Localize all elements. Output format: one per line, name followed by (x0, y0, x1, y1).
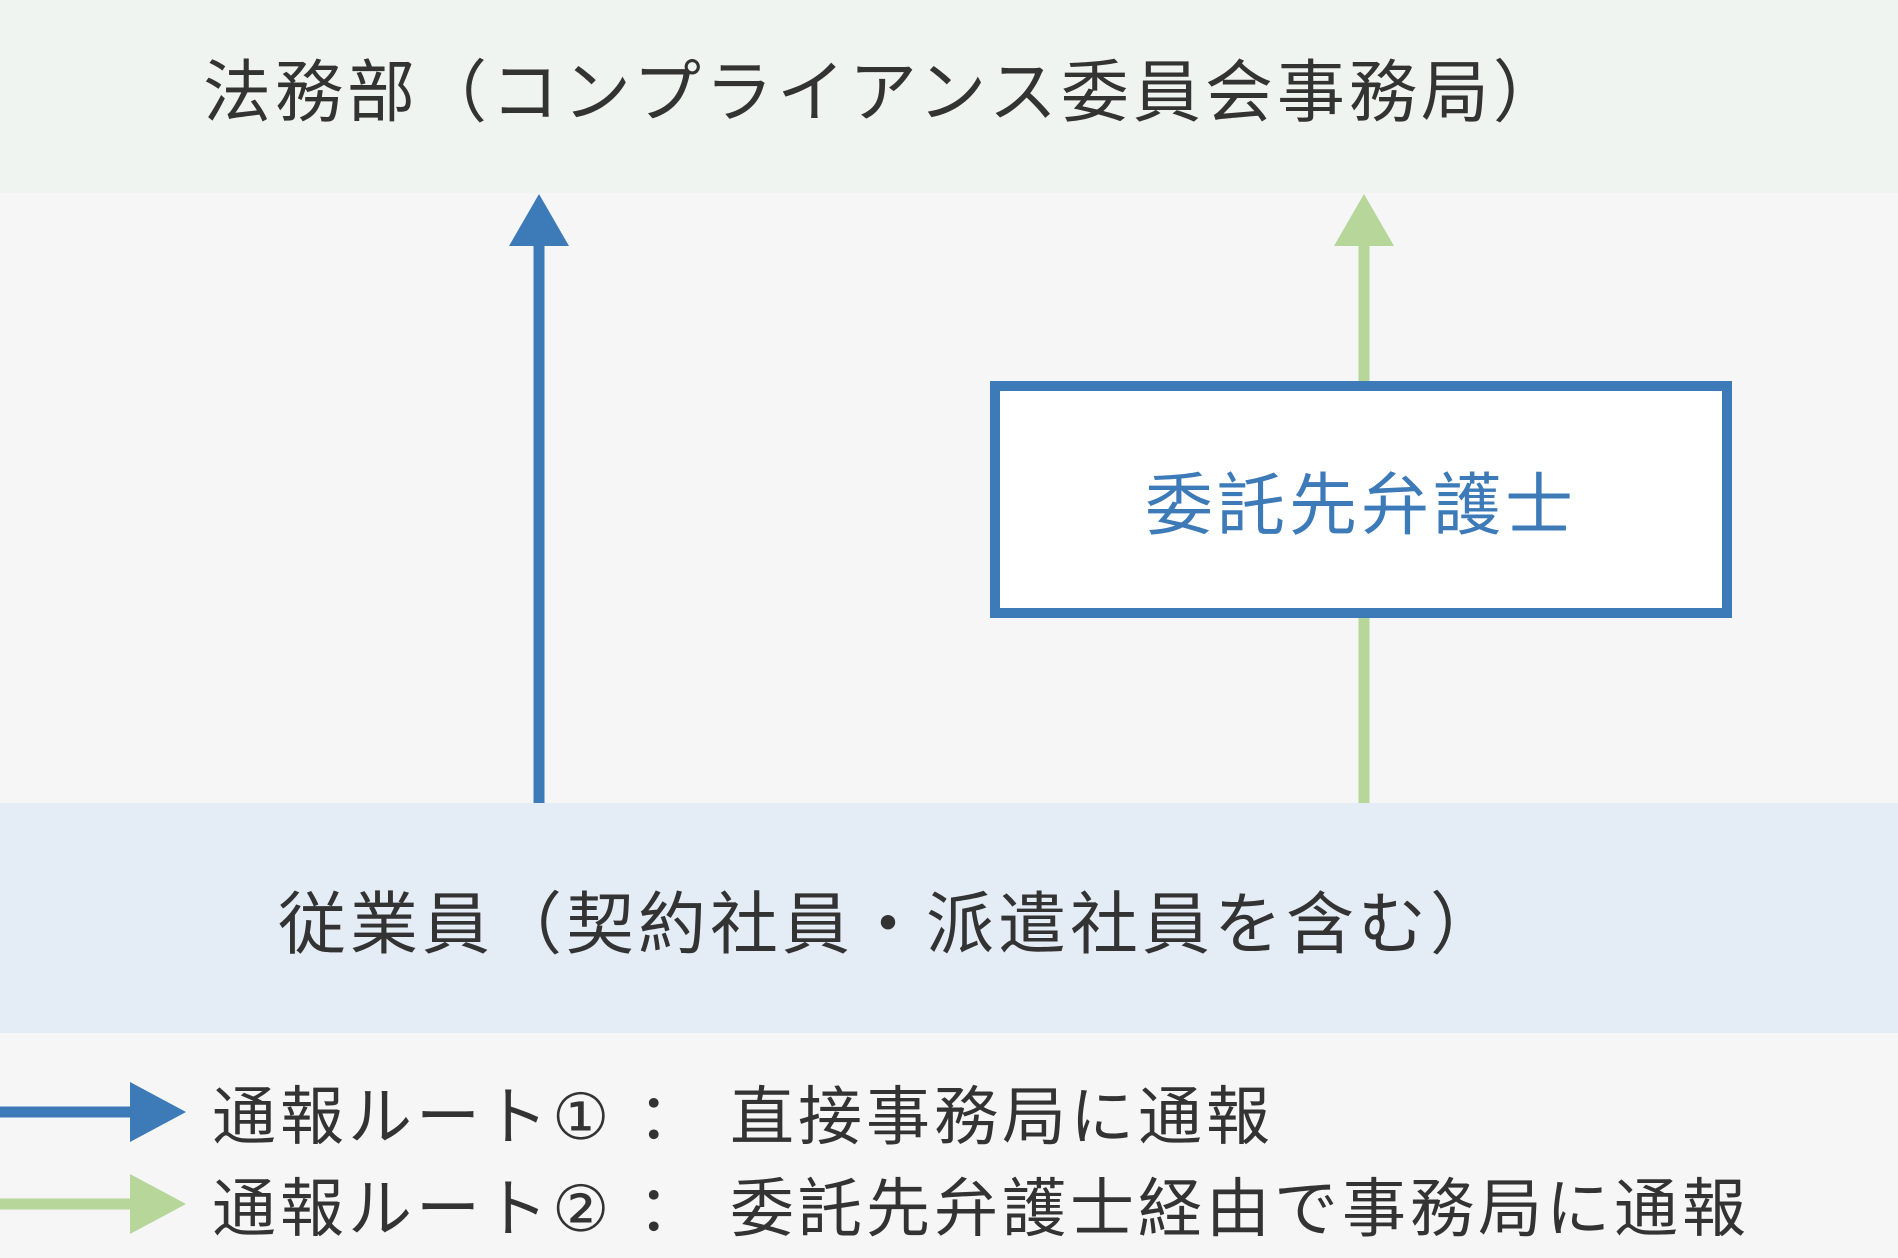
header-node: 法務部（コンプライアンス委員会事務局） (0, 0, 1898, 193)
source-node-label: 従業員（契約社員・派遣社員を含む） (277, 885, 1502, 965)
route-2-arrow (1334, 194, 1394, 803)
header-node-label: 法務部（コンプライアンス委員会事務局） (203, 54, 1565, 133)
intermediate-node-label: 委託先弁護士 (1144, 467, 1577, 546)
legend-route-2-arrow-icon (0, 1174, 186, 1234)
legend-route-1-arrow-icon (0, 1082, 186, 1142)
route-1-arrow-head (509, 194, 569, 246)
legend-item-route-2: 通報ルート② ： 委託先弁護士経由で事務局に通報 (0, 1159, 1750, 1249)
legend-item-route-1: 通報ルート① ： 直接事務局に通報 (0, 1067, 1274, 1157)
route-2-arrow-head (1334, 194, 1394, 246)
legend-route-2-label: 通報ルート② ： 委託先弁護士経由で事務局に通報 (212, 1173, 1751, 1247)
legend-route-1-label: 通報ルート① ： 直接事務局に通報 (212, 1081, 1275, 1155)
intermediate-node: 委託先弁護士 (990, 381, 1732, 618)
route-1-arrow (509, 194, 569, 803)
source-node: 従業員（契約社員・派遣社員を含む） (0, 803, 1898, 1033)
